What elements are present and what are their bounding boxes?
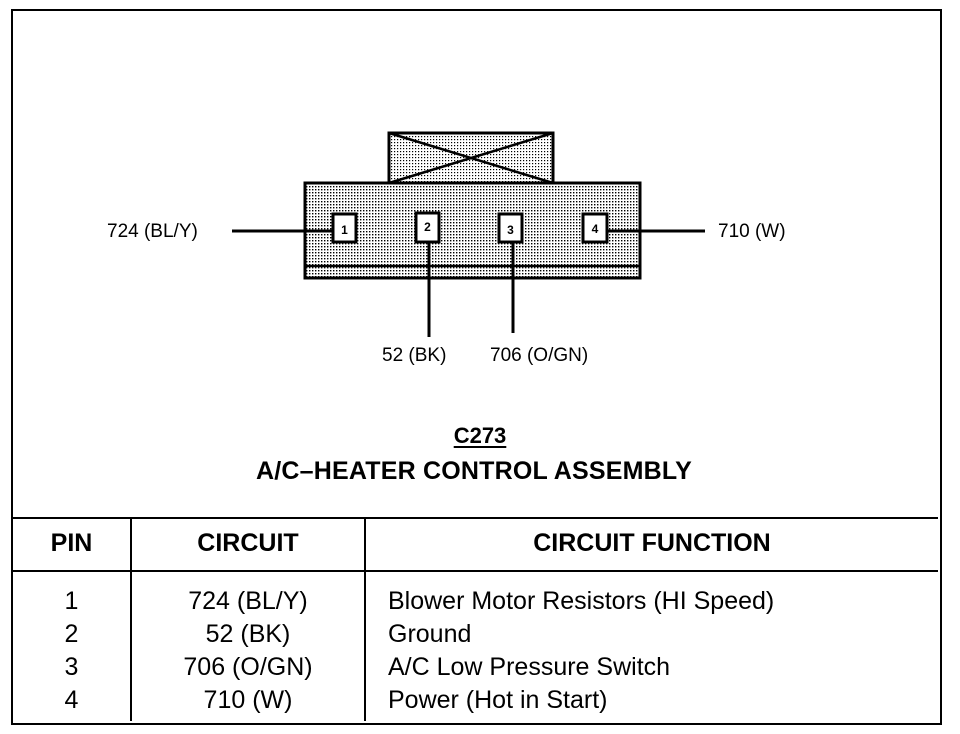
table-cell-circuit: 52 (BK) bbox=[205, 620, 291, 648]
connector-lock-tab bbox=[387, 131, 555, 185]
table-cell-pin: 2 bbox=[64, 620, 79, 648]
pin-3-label: 3 bbox=[507, 223, 514, 237]
wire-pin-2-label: 52 (BK) bbox=[382, 345, 447, 366]
wire-right-label: 710 (W) bbox=[718, 221, 786, 242]
table-cell-function: Ground bbox=[388, 620, 472, 648]
wire-pin-3-label: 706 (O/GN) bbox=[490, 345, 589, 366]
connector-diagram: 1 2 3 4 bbox=[232, 131, 705, 337]
table-col-divider-2 bbox=[364, 517, 366, 721]
table-col-divider-1 bbox=[130, 517, 132, 721]
table-header-divider bbox=[13, 570, 938, 572]
table-cell-function: Power (Hot in Start) bbox=[388, 686, 608, 714]
table-cell-circuit: 706 (O/GN) bbox=[183, 653, 313, 681]
pin-2: 2 bbox=[414, 211, 441, 244]
pin-4-label: 4 bbox=[592, 222, 599, 236]
pin-4: 4 bbox=[581, 212, 609, 244]
pin-1-label: 1 bbox=[341, 223, 348, 237]
diagram-frame bbox=[11, 9, 942, 725]
pinout-table: PIN CIRCUIT CIRCUIT FUNCTION 1 2 3 4 724… bbox=[13, 517, 938, 721]
table-cell-pin: 4 bbox=[64, 686, 79, 714]
table-cell-circuit: 724 (BL/Y) bbox=[188, 587, 308, 615]
wire-left-label: 724 (BL/Y) bbox=[107, 221, 198, 242]
table-top-border bbox=[13, 517, 938, 519]
pin-1: 1 bbox=[331, 212, 358, 244]
connector-id-text: C273 bbox=[453, 423, 507, 448]
connector-id: C273 bbox=[0, 425, 960, 447]
table-cell-circuit: 710 (W) bbox=[203, 686, 293, 714]
column-circuit: 724 (BL/Y) 52 (BK) 706 (O/GN) 710 (W) bbox=[132, 585, 364, 717]
table-cell-function: Blower Motor Resistors (HI Speed) bbox=[388, 587, 775, 615]
pin-3: 3 bbox=[497, 212, 524, 244]
pin-2-label: 2 bbox=[424, 220, 431, 234]
table-cell-pin: 3 bbox=[64, 653, 79, 681]
table-cell-function: A/C Low Pressure Switch bbox=[388, 653, 671, 681]
column-pin: 1 2 3 4 bbox=[13, 585, 130, 717]
table-cell-pin: 1 bbox=[64, 587, 79, 615]
header-circuit-function: CIRCUIT FUNCTION bbox=[533, 529, 771, 557]
header-pin: PIN bbox=[50, 529, 93, 557]
header-circuit: CIRCUIT bbox=[197, 529, 299, 557]
connector-name: A/C–HEATER CONTROL ASSEMBLY bbox=[255, 457, 692, 485]
column-circuit-function: Blower Motor Resistors (HI Speed) Ground… bbox=[388, 585, 928, 717]
